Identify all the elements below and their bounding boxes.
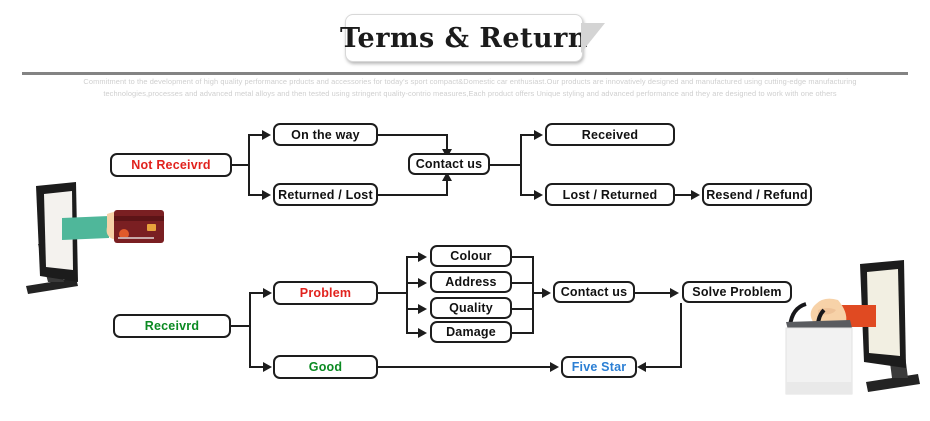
arrow-to-good-icon	[263, 362, 272, 372]
node-contact-us-top[interactable]: Contact us	[408, 153, 490, 175]
connector-not-received-split	[248, 134, 250, 196]
connector-problem-split	[406, 256, 408, 334]
connector-merge-to-contact-us	[532, 292, 544, 294]
node-five-star[interactable]: Five Star	[561, 356, 637, 378]
connector-address-out	[512, 282, 534, 284]
connector-returned-lost-up	[446, 178, 448, 196]
node-resend-refund[interactable]: Resend / Refund	[702, 183, 812, 206]
page-title-box: Terms & Return	[340, 14, 587, 62]
monitor-hand-credit-card-illustration	[26, 182, 164, 294]
node-contact-us-bottom[interactable]: Contact us	[553, 281, 635, 303]
arrow-to-resend-refund-icon	[691, 190, 700, 200]
arrow-to-solve-problem-icon	[670, 288, 679, 298]
node-problem[interactable]: Problem	[273, 281, 378, 305]
node-damage[interactable]: Damage	[430, 321, 512, 343]
arrow-to-contact-us-bottom-icon	[542, 288, 551, 298]
arrow-to-damage-icon	[418, 328, 427, 338]
page-title: Terms & Return	[340, 22, 588, 54]
connector-subproblems-merge	[532, 256, 534, 334]
connector-received-root-out	[231, 325, 251, 327]
connector-to-good	[249, 366, 265, 368]
node-address[interactable]: Address	[430, 271, 512, 293]
connector-solve-problem-to-five-star	[645, 366, 682, 368]
node-received-root[interactable]: Receivrd	[113, 314, 231, 338]
arrow-to-problem-icon	[263, 288, 272, 298]
connector-to-lost-returned	[520, 194, 536, 196]
connector-lost-returned-out	[675, 194, 695, 196]
monitor-hand-shopping-bag-illustration	[785, 260, 920, 395]
node-on-the-way[interactable]: On the way	[273, 123, 378, 146]
arrow-up-to-contact-us-icon	[442, 172, 452, 181]
arrow-to-colour-icon	[418, 252, 427, 262]
connector-contact-us-split	[520, 134, 522, 196]
node-solve-problem[interactable]: Solve Problem	[682, 281, 792, 303]
connector-received-root-split	[249, 292, 251, 368]
connector-to-received	[520, 134, 536, 136]
arrow-to-received-icon	[534, 130, 543, 140]
node-returned-lost[interactable]: Returned / Lost	[273, 183, 378, 206]
connector-contact-us-bottom-out	[635, 292, 673, 294]
page-title-banner: Terms & Return	[340, 14, 607, 62]
connector-colour-out	[512, 256, 534, 258]
title-ribbon-tail-icon	[581, 23, 605, 53]
node-not-received[interactable]: Not Receivrd	[110, 153, 232, 177]
connector-solve-problem-down	[680, 303, 682, 367]
connector-contact-us-out	[490, 164, 522, 166]
node-good[interactable]: Good	[273, 355, 378, 379]
connector-problem-out	[378, 292, 408, 294]
connector-to-on-the-way	[248, 134, 264, 136]
arrow-to-returned-lost-icon	[262, 190, 271, 200]
connector-to-damage	[406, 332, 420, 334]
arrow-to-on-the-way-icon	[262, 130, 271, 140]
arrow-to-lost-returned-icon	[534, 190, 543, 200]
connector-to-returned-lost	[248, 194, 264, 196]
connector-to-problem	[249, 292, 265, 294]
connector-to-quality	[406, 308, 420, 310]
connector-returned-lost-out	[378, 194, 448, 196]
node-lost-returned[interactable]: Lost / Returned	[545, 183, 675, 206]
node-received[interactable]: Received	[545, 123, 675, 146]
connector-good-to-five-star	[378, 366, 554, 368]
intro-paragraph: Commitment to the development of high qu…	[83, 77, 857, 98]
node-colour[interactable]: Colour	[430, 245, 512, 267]
header-divider	[22, 72, 908, 75]
connector-on-the-way-out	[378, 134, 448, 136]
connector-not-received-out	[232, 164, 250, 166]
connector-on-the-way-down	[446, 134, 448, 152]
connector-to-colour	[406, 256, 420, 258]
connector-to-address	[406, 282, 420, 284]
arrow-to-quality-icon	[418, 304, 427, 314]
arrow-to-five-star-icon	[550, 362, 559, 372]
arrow-to-address-icon	[418, 278, 427, 288]
connector-damage-out	[512, 332, 534, 334]
arrow-left-to-five-star-icon	[637, 362, 646, 372]
connector-quality-out	[512, 308, 534, 310]
node-quality[interactable]: Quality	[430, 297, 512, 319]
